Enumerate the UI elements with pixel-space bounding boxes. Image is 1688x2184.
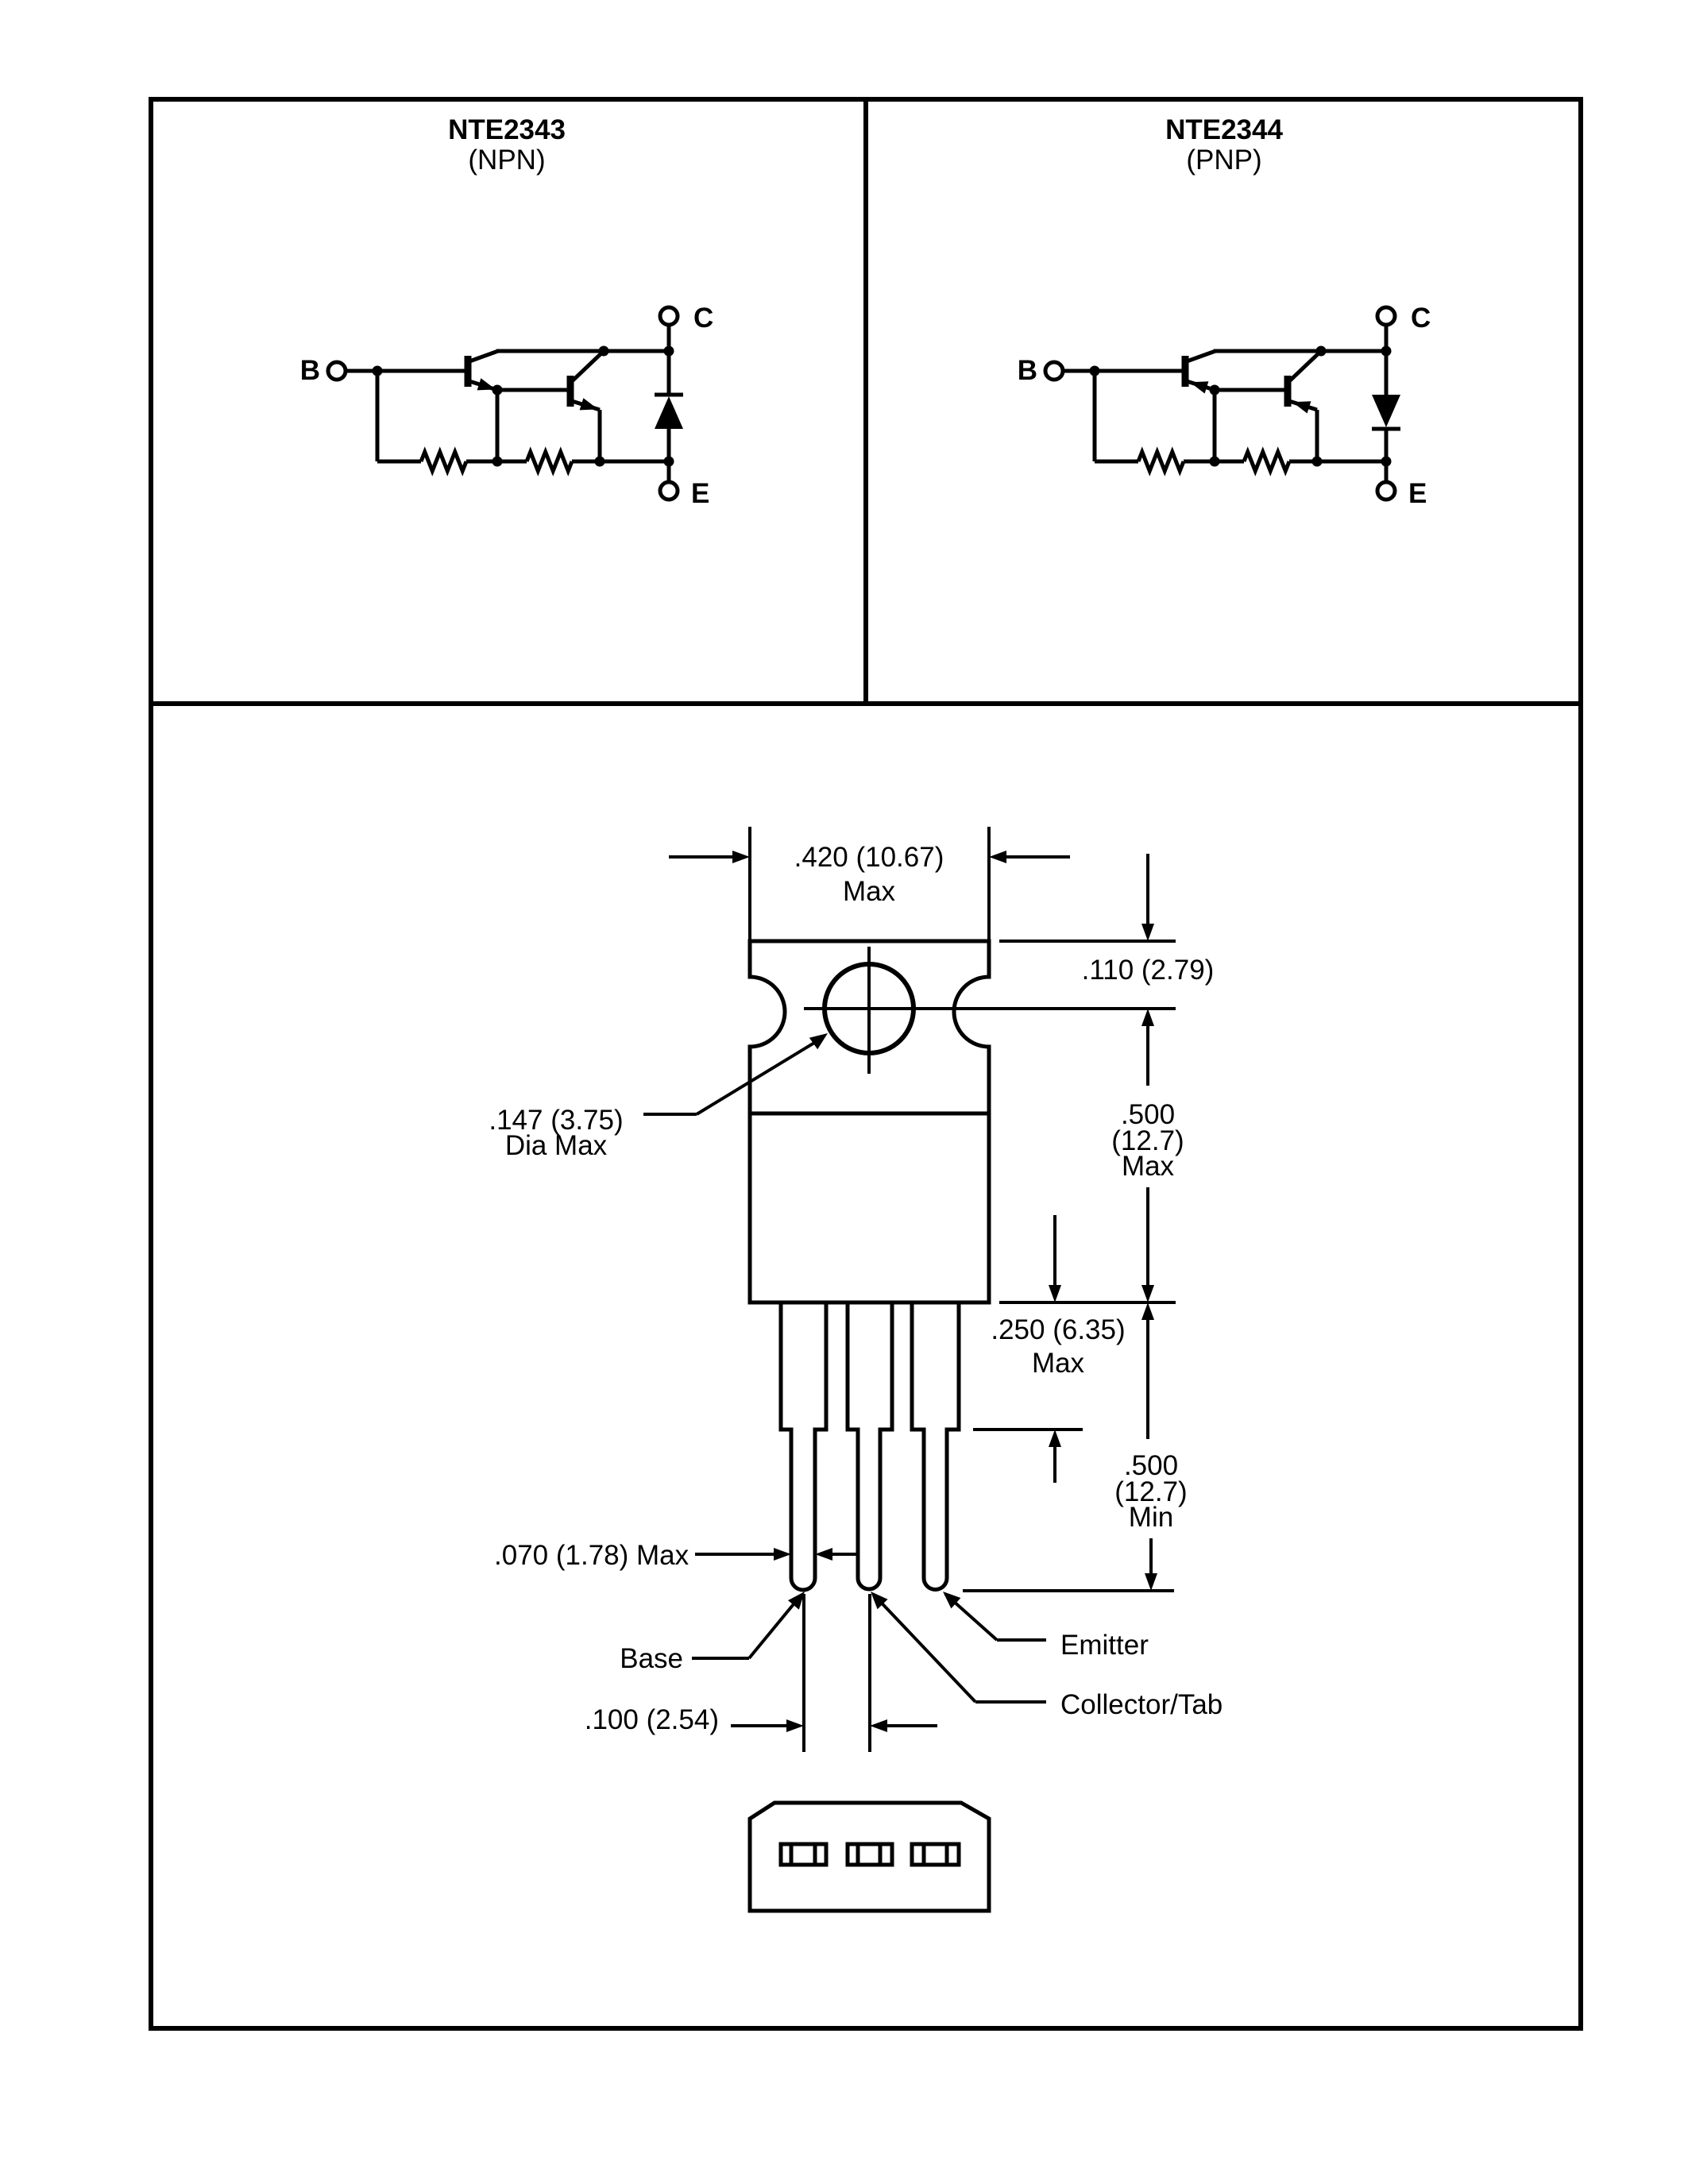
body-height-dim-metric: (12.7) <box>1111 1125 1184 1156</box>
lead-length-dim-metric: (12.7) <box>1114 1476 1187 1507</box>
arrow-up-icon <box>1141 1009 1154 1026</box>
lead-base <box>778 1302 829 1592</box>
leader-arrow-icon <box>788 1592 805 1610</box>
hole-dim-label: .147 (3.75) <box>489 1105 623 1136</box>
mounting-hole <box>822 962 916 1055</box>
lead-length-dim-value: .500 <box>1124 1450 1178 1481</box>
arrow-down-icon <box>1145 1573 1157 1591</box>
q1-pnp-emitter-arrow-icon <box>1190 381 1209 394</box>
terminal-b-label: B <box>1018 355 1037 386</box>
terminal-e-label: E <box>691 478 709 509</box>
bottom-view-outline <box>747 1800 991 1913</box>
device-subtitle: (PNP) <box>1186 145 1261 176</box>
to220-package-drawing: .420 (10.67) Max .110 (2.79) .500 (12.7)… <box>489 827 1223 1913</box>
terminal-b-circle <box>326 360 348 382</box>
body-outline <box>747 1111 991 1305</box>
arrow-down-icon <box>1141 924 1154 941</box>
lead-length-dim-qualifier: Min <box>1129 1502 1173 1533</box>
lead-width-dim-label: .070 (1.78) Max <box>494 1540 689 1571</box>
arrow-right-icon <box>774 1548 791 1561</box>
resistor-r2 <box>1242 446 1292 477</box>
arrow-left-icon <box>989 851 1006 863</box>
lead-collector <box>845 1302 894 1592</box>
terminal-c-label: C <box>1411 303 1431 334</box>
q2-pnp-emitter-arrow-icon <box>1292 401 1311 414</box>
arrow-right-icon <box>732 851 750 863</box>
shoulder-dim-label: .250 (6.35) <box>991 1314 1125 1345</box>
collector-lead-label: Collector/Tab <box>1060 1689 1223 1720</box>
resistor-r1 <box>419 446 469 477</box>
shoulder-dim-qualifier: Max <box>1032 1348 1085 1379</box>
arrow-left-icon <box>815 1548 832 1561</box>
nte2344-panel: NTE2344 (PNP) <box>1018 114 1431 509</box>
device-title: NTE2344 <box>1165 114 1283 145</box>
terminal-e-label: E <box>1408 478 1427 509</box>
lead-emitter <box>910 1302 961 1592</box>
body-height-dim-value: .500 <box>1121 1099 1175 1130</box>
resistor-r2 <box>524 446 574 477</box>
pnp-darlington-schematic: B C E <box>1018 303 1431 509</box>
panel-divider <box>863 97 868 701</box>
hole-dim-qualifier: Dia Max <box>505 1130 608 1161</box>
resistor-r1 <box>1136 446 1186 477</box>
npn-darlington-schematic: B C E <box>300 303 714 509</box>
terminal-b-label: B <box>300 355 320 386</box>
leader-arrow-icon <box>871 1592 888 1610</box>
terminal-e-circle <box>1375 480 1397 502</box>
terminal-e-circle <box>658 480 680 502</box>
diode-triangle-icon <box>655 396 683 429</box>
arrow-down-icon <box>1049 1285 1061 1302</box>
leader-arrow-icon <box>943 1592 961 1609</box>
q2-npn-emitter-arrow-icon <box>579 398 598 411</box>
bottom-view-lead-sections <box>778 1842 961 1867</box>
arrow-up-icon <box>1141 1302 1154 1320</box>
leader-arrow-icon <box>809 1033 828 1050</box>
terminal-c-circle <box>1375 305 1397 327</box>
terminal-c-circle <box>658 305 680 327</box>
device-subtitle: (NPN) <box>468 145 545 176</box>
base-lead-label: Base <box>620 1643 683 1674</box>
lead-pitch-dim-label: .100 (2.54) <box>585 1704 719 1735</box>
q1-npn-emitter-arrow-icon <box>477 378 496 391</box>
nte2343-panel: NTE2343 (NPN) <box>300 114 714 509</box>
width-dim-qualifier: Max <box>843 876 896 907</box>
device-title: NTE2343 <box>448 114 566 145</box>
body-height-dim-qualifier: Max <box>1122 1151 1175 1182</box>
arrow-down-icon <box>1141 1285 1154 1302</box>
tab-offset-dim-label: .110 (2.79) <box>1082 955 1215 986</box>
arrow-up-icon <box>1049 1430 1061 1447</box>
arrow-right-icon <box>786 1719 804 1732</box>
terminal-b-circle <box>1043 360 1065 382</box>
emitter-lead-label: Emitter <box>1060 1630 1149 1661</box>
package-drawing-box <box>149 701 1583 2031</box>
terminal-c-label: C <box>693 303 713 334</box>
arrow-left-icon <box>870 1719 887 1732</box>
width-dim-label: .420 (10.67) <box>794 842 944 873</box>
diode-triangle-icon <box>1372 395 1400 427</box>
